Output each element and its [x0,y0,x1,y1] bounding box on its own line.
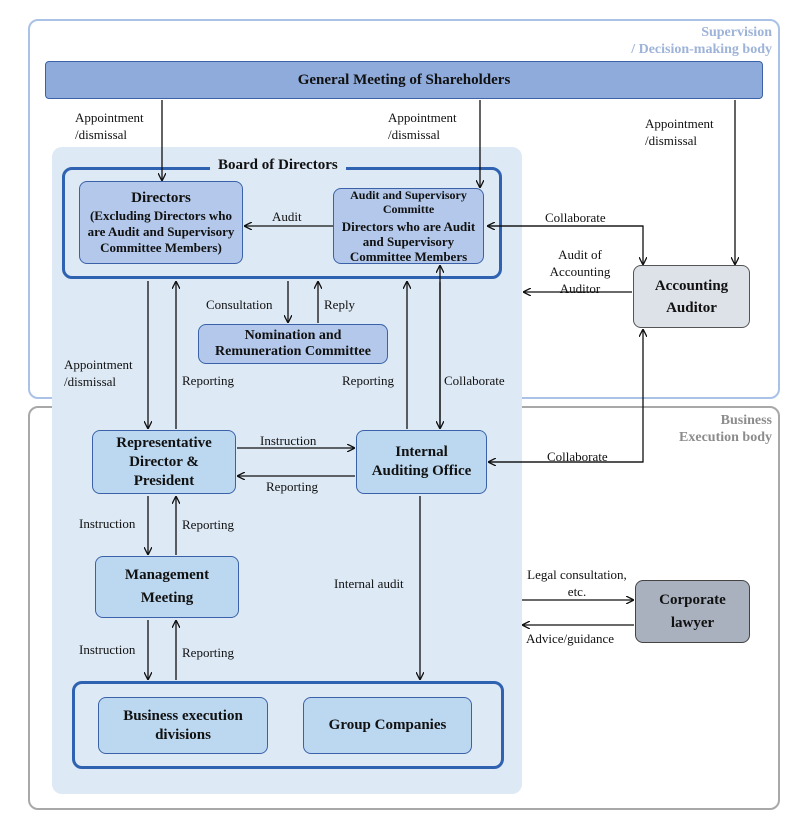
label-reply: Reply [324,297,356,312]
label-reporting-bd: Reporting [182,645,234,660]
president-box: Representative Director & President [92,430,236,494]
management-meeting-box: Management Meeting [95,556,239,618]
label-internal-audit: Internal audit [334,576,404,591]
label-appointment-2: Appointment /dismissal [388,110,457,142]
execution-zone-title: Business Execution body [679,413,772,445]
label-audit-of-accounting: Audit of Accounting Auditor [549,247,611,296]
internal-auditing-office-box: Internal Auditing Office [356,430,487,494]
nomination-committee-label: Nomination and Remuneration Committee [215,328,371,359]
label-consultation: Consultation [206,297,273,312]
label-instruction-iao: Instruction [260,433,317,448]
corporate-lawyer-box: Corporate lawyer [635,580,750,643]
group-companies-box: Group Companies [303,697,472,754]
label-collaborate-accounting: Collaborate [547,449,608,464]
label-appointment-3: Appointment /dismissal [645,116,714,148]
management-meeting-label: Management Meeting [124,567,210,606]
internal-auditing-office-label: Internal Auditing Office [371,444,472,479]
audit-committee-subtitle: Directors who are Audit and Supervisory … [341,219,476,264]
label-instruction-bd: Instruction [79,642,136,657]
label-reporting-president: Reporting [266,479,318,494]
nomination-committee-box: Nomination and Remuneration Committee [198,324,388,364]
label-reporting-board: Reporting [182,373,234,388]
arrow-collaborate-accounting [488,330,643,463]
accounting-auditor-label: Accounting Auditor [654,277,729,316]
label-instruction-mm: Instruction [79,516,136,531]
label-reporting-mm: Reporting [182,517,234,532]
directors-box: Directors (Excluding Directors who are A… [79,181,243,264]
label-appointment-board: Appointment /dismissal [64,357,133,389]
business-execution-frame [72,681,504,769]
president-label: Representative Director & President [116,434,212,489]
label-advice: Advice/guidance [526,631,615,646]
shareholders-meeting-label: General Meeting of Shareholders [297,71,511,88]
label-appointment-1: Appointment /dismissal [75,110,144,142]
business-execution-divisions-label: Business execution divisions [123,707,243,743]
board-of-directors-title: Board of Directors [210,155,346,175]
label-audit: Audit [272,209,302,224]
audit-committee-box: Audit and Supervisory Committe Directors… [333,188,484,264]
label-legal-consultation: Legal consultation, etc. [527,567,627,599]
group-companies-label: Group Companies [328,717,447,733]
label-reporting-iao: Reporting [342,373,394,388]
directors-subtitle: (Excluding Directors who are Audit and S… [87,208,235,255]
audit-committee-title: Audit and Supervisory Committe [350,188,467,216]
accounting-auditor-box: Accounting Auditor [633,265,750,328]
directors-title: Directors [131,190,191,206]
label-collaborate-iao: Collaborate [444,373,505,388]
corporate-lawyer-label: Corporate lawyer [659,591,726,631]
shareholders-meeting-box: General Meeting of Shareholders [45,61,763,99]
supervision-zone-title: Supervision / Decision-making body [631,25,772,57]
business-execution-divisions-box: Business execution divisions [98,697,268,754]
label-collaborate-top: Collaborate [545,210,606,225]
